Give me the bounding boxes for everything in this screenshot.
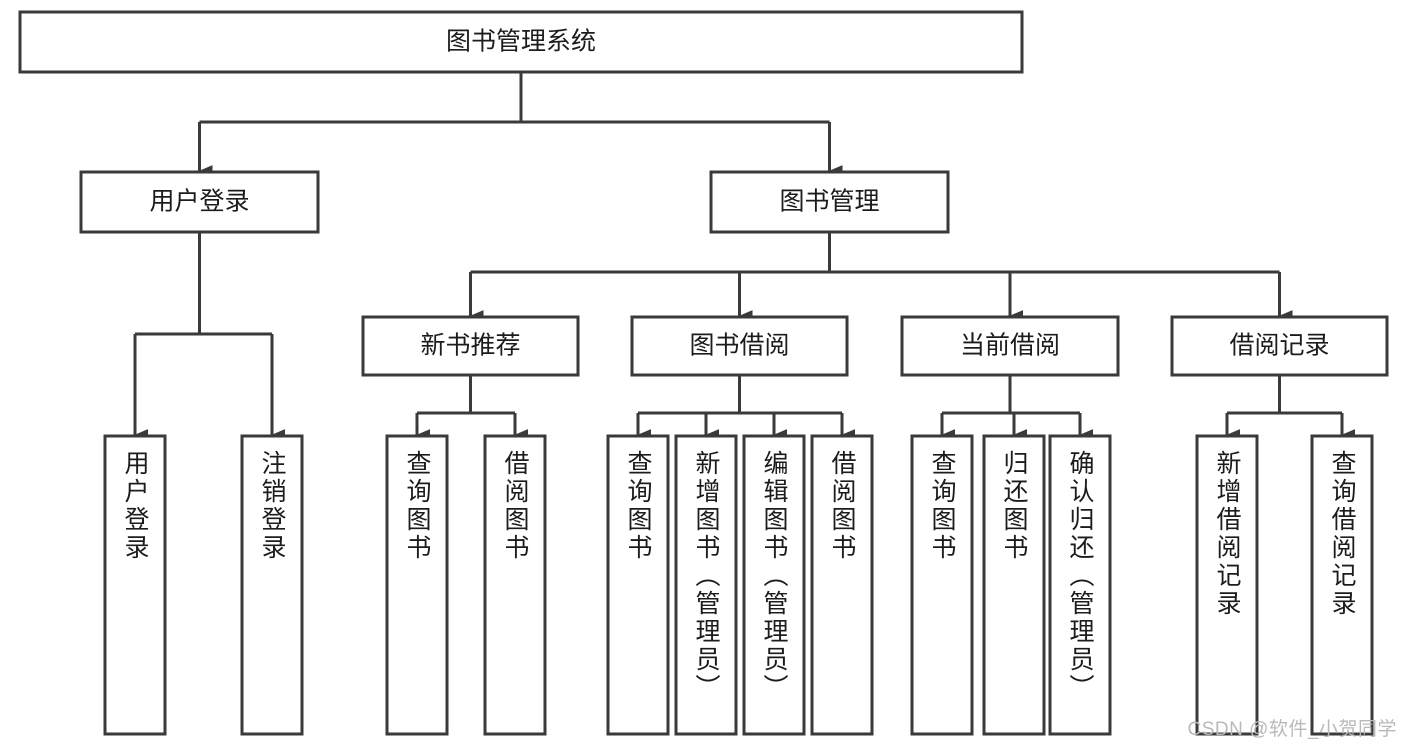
node-box-leaf-user-login: [103, 434, 167, 736]
node-label-root: 图书管理系统: [446, 28, 596, 56]
node-label-borrow-record: 借阅记录: [1229, 332, 1329, 360]
node-box-bb-edit: [742, 434, 806, 736]
node-box-borrow-record: [1170, 315, 1389, 377]
node-box-cb-return: [982, 434, 1046, 736]
node-label-book-manage: 图书管理: [779, 188, 879, 216]
node-box-bb-query: [606, 434, 670, 736]
node-box-cb-confirm: [1048, 434, 1112, 736]
node-box-br-add: [1195, 434, 1259, 736]
node-label-user-login: 用户登录: [149, 188, 249, 216]
boxes-layer: [18, 10, 1389, 736]
node-box-leaf-user-logout: [240, 434, 304, 736]
node-box-current-borrow: [900, 315, 1120, 377]
node-label-book-borrow: 图书借阅: [689, 332, 789, 360]
node-box-nbr-query: [385, 434, 449, 736]
node-box-cb-query: [910, 434, 974, 736]
node-box-br-query: [1310, 434, 1374, 736]
node-box-bb-borrow: [810, 434, 874, 736]
node-box-book-manage: [709, 170, 950, 234]
node-box-root: [18, 10, 1024, 74]
csdn-watermark: CSDN @软件_小贺同学: [1187, 719, 1397, 740]
connectors-layer: [133, 72, 1356, 441]
node-label-new-book-rec: 新书推荐: [420, 332, 520, 360]
node-box-nbr-borrow: [483, 434, 547, 736]
node-box-new-book-rec: [361, 315, 580, 377]
node-box-book-borrow: [630, 315, 849, 377]
node-box-bb-add: [674, 434, 738, 736]
node-box-user-login: [79, 170, 320, 234]
node-label-current-borrow: 当前借阅: [960, 332, 1060, 360]
